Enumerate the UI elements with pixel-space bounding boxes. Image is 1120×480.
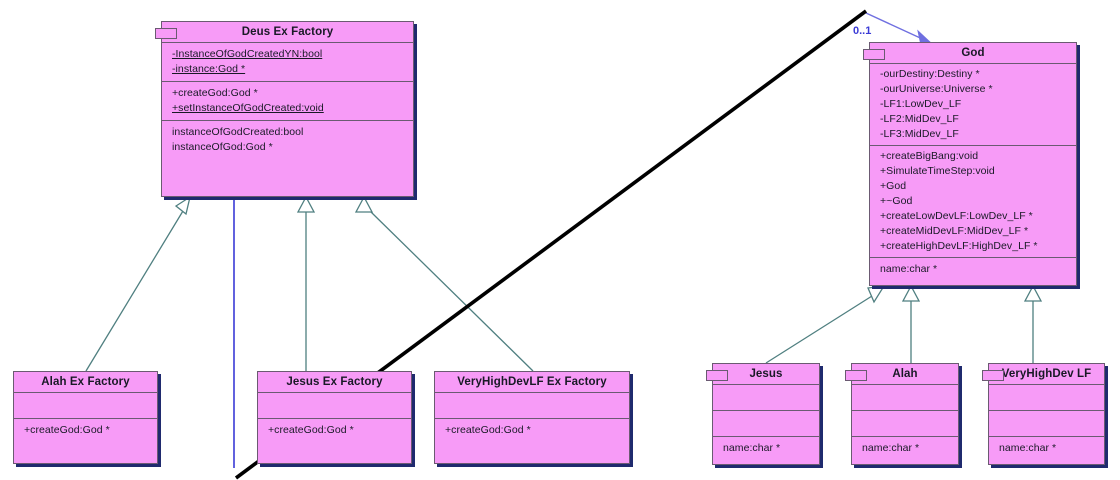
generalization-veryhighdevlfexfactory-to-deusexfactory: [354, 195, 534, 372]
operation-row: +createGod:God *: [172, 87, 258, 99]
class-alah[interactable]: Alah name:char *: [845, 363, 959, 465]
attributes-compartment: -InstanceOfGodCreatedYN:bool -instance:G…: [162, 43, 413, 81]
extra-row: name:char *: [723, 442, 781, 454]
empty-attribute-row: [723, 389, 819, 406]
attributes-compartment: [713, 385, 819, 410]
operation-row: +createLowDevLF:LowDev_LF *: [880, 210, 1033, 222]
class-tab-icon: [155, 28, 177, 39]
class-title: Alah Ex Factory: [41, 376, 130, 388]
class-deus-ex-factory[interactable]: Deus Ex Factory -InstanceOfGodCreatedYN:…: [155, 21, 414, 197]
class-title: God: [961, 47, 985, 59]
attributes-compartment: [435, 393, 629, 418]
extra-compartment: name:char *: [713, 437, 819, 460]
operations-compartment: [989, 411, 1104, 436]
class-tab-icon: [863, 49, 885, 60]
operations-compartment: +createGod:God *: [14, 419, 157, 442]
attribute-row: -instance:God *: [172, 63, 246, 75]
operations-compartment: +createBigBang:void +SimulateTimeStep:vo…: [870, 146, 1076, 257]
extra-row: name:char *: [862, 442, 920, 454]
class-title: Alah: [892, 368, 918, 380]
extra-row: name:char *: [999, 442, 1057, 454]
generalization-alah-to-god: [901, 284, 921, 363]
extra-compartment: name:char *: [852, 437, 958, 460]
attribute-row: -ourDestiny:Destiny *: [880, 68, 980, 80]
operation-row: +createGod:God *: [24, 424, 110, 436]
association-multiplicity-label: 0..1: [853, 25, 872, 37]
attributes-compartment: -ourDestiny:Destiny * -ourUniverse:Unive…: [870, 64, 1076, 145]
class-jesus[interactable]: Jesus name:char *: [706, 363, 820, 465]
operation-row: +~God: [880, 195, 913, 207]
extra-row: name:char *: [880, 263, 938, 275]
class-tab-icon: [706, 370, 728, 381]
operation-row: +createBigBang:void: [880, 150, 979, 162]
class-jesus-ex-factory[interactable]: Jesus Ex Factory +createGod:God *: [257, 371, 412, 464]
class-title: Deus Ex Factory: [241, 26, 334, 38]
operation-row: +createGod:God *: [445, 424, 531, 436]
empty-attribute-row: [268, 397, 411, 414]
class-tab-icon: [982, 370, 1004, 381]
compartment-divider: [989, 410, 1104, 411]
attribute-row: -LF2:MidDev_LF: [880, 113, 959, 125]
extra-row: instanceOfGod:God *: [172, 141, 273, 153]
class-title: VeryHighDev LF: [1001, 368, 1092, 380]
operation-row: +createMidDevLF:MidDev_LF *: [880, 225, 1029, 237]
attributes-compartment: [258, 393, 411, 418]
class-veryhighdevlf-ex-factory[interactable]: VeryHighDevLF Ex Factory +createGod:God …: [434, 371, 630, 464]
class-god[interactable]: God -ourDestiny:Destiny * -ourUniverse:U…: [863, 42, 1077, 286]
operations-compartment: [713, 411, 819, 436]
attribute-row: -InstanceOfGodCreatedYN:bool: [172, 48, 323, 60]
operation-row: +setInstanceOfGodCreated:void: [172, 102, 324, 114]
empty-operation-row: [862, 415, 958, 432]
compartment-divider: [14, 392, 157, 393]
attribute-row: -ourUniverse:Universe *: [880, 83, 993, 95]
class-title: Jesus Ex Factory: [286, 376, 383, 388]
operations-compartment: +createGod:God *: [258, 419, 411, 442]
extra-compartment: name:char *: [989, 437, 1104, 460]
empty-attribute-row: [24, 397, 157, 414]
compartment-divider: [852, 410, 958, 411]
attributes-compartment: [852, 385, 958, 410]
extra-row: instanceOfGodCreated:bool: [172, 126, 304, 138]
compartment-divider: [989, 384, 1104, 385]
operation-row: +createGod:God *: [268, 424, 354, 436]
empty-operation-row: [999, 415, 1104, 432]
operations-compartment: +createGod:God * +setInstanceOfGodCreate…: [162, 82, 413, 120]
extra-compartment: instanceOfGodCreated:bool instanceOfGod:…: [162, 121, 413, 159]
class-veryhighdev-lf[interactable]: VeryHighDev LF name:char *: [982, 363, 1105, 465]
empty-attribute-row: [445, 397, 629, 414]
generalization-veryhighdevlf-to-god: [1023, 284, 1043, 363]
class-tab-icon: [845, 370, 867, 381]
operations-compartment: +createGod:God *: [435, 419, 629, 442]
operation-row: +God: [880, 180, 907, 192]
operation-row: +createHighDevLF:HighDev_LF *: [880, 240, 1038, 252]
empty-attribute-row: [999, 389, 1104, 406]
compartment-divider: [852, 384, 958, 385]
compartment-divider: [870, 257, 1076, 258]
attributes-compartment: [14, 393, 157, 418]
compartment-divider: [989, 436, 1104, 437]
empty-attribute-row: [862, 389, 958, 406]
attribute-row: -LF3:MidDev_LF: [880, 128, 959, 140]
compartment-divider: [14, 418, 157, 419]
generalization-jesus-to-god: [765, 285, 886, 364]
attributes-compartment: [989, 385, 1104, 410]
class-alah-ex-factory[interactable]: Alah Ex Factory +createGod:God *: [13, 371, 158, 464]
operations-compartment: [852, 411, 958, 436]
compartment-divider: [852, 436, 958, 437]
extra-compartment: name:char *: [870, 258, 1076, 281]
compartment-divider: [870, 63, 1076, 64]
attribute-row: -LF1:LowDev_LF: [880, 98, 962, 110]
class-title: Jesus: [749, 368, 783, 380]
generalization-alahexfactory-to-deusexfactory: [85, 195, 192, 372]
class-title: VeryHighDevLF Ex Factory: [457, 376, 607, 388]
compartment-divider: [870, 145, 1076, 146]
empty-operation-row: [723, 415, 819, 432]
operation-row: +SimulateTimeStep:void: [880, 165, 995, 177]
generalization-jesusexfactory-to-deusexfactory: [296, 195, 316, 371]
